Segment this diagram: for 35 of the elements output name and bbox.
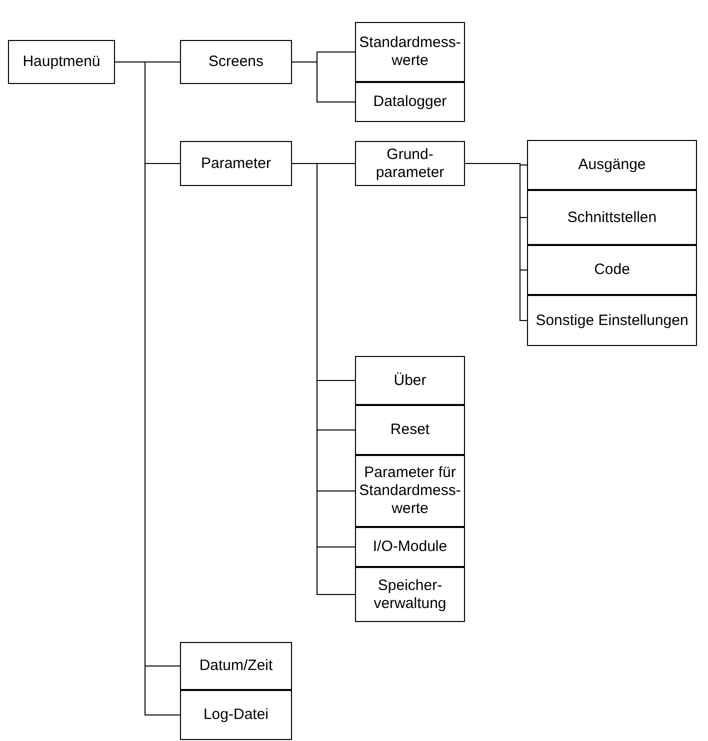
menu-label: Über [394, 372, 426, 390]
menu-label: Parameter für Standardmess-werte [359, 464, 461, 518]
submenu-box [355, 405, 465, 455]
menu-label: Ausgänge [578, 156, 646, 174]
menu-label: Datalogger [373, 93, 447, 111]
submenu-box [355, 527, 465, 567]
submenu-box [355, 567, 465, 622]
menu-label: Log-Datei [203, 706, 269, 724]
submenu-box [355, 82, 465, 122]
root-menu-box [8, 40, 115, 84]
menu-box [180, 642, 292, 690]
menu-label: Speicher-verwaltung [372, 576, 448, 612]
submenu-box [355, 356, 465, 405]
menu-box [180, 40, 292, 84]
menu-label: Code [594, 261, 630, 279]
submenu-box [355, 141, 465, 186]
menu-label: Sonstige Einstellungen [536, 312, 688, 330]
submenu-box [527, 295, 697, 346]
menu-box [180, 690, 292, 740]
menu-label: Screens [208, 53, 264, 71]
submenu-box [355, 455, 465, 527]
menu-label: Hauptmenü [22, 53, 100, 71]
menu-label: Parameter [200, 154, 272, 172]
submenu-box [527, 245, 697, 295]
menu-box [180, 141, 292, 186]
connector-line [464, 163, 528, 321]
menu-label: I/O-Module [372, 538, 448, 556]
submenu-box [527, 140, 697, 190]
menu-label: Schnittstellen [567, 208, 657, 226]
menu-label: Grund-parameter [374, 146, 446, 182]
submenu-box [527, 190, 697, 245]
submenu-box [355, 22, 465, 82]
menu-label: Datum/Zeit [199, 657, 273, 675]
menu-label: Reset [390, 421, 430, 439]
menu-label: Standardmess-werte [359, 34, 461, 70]
